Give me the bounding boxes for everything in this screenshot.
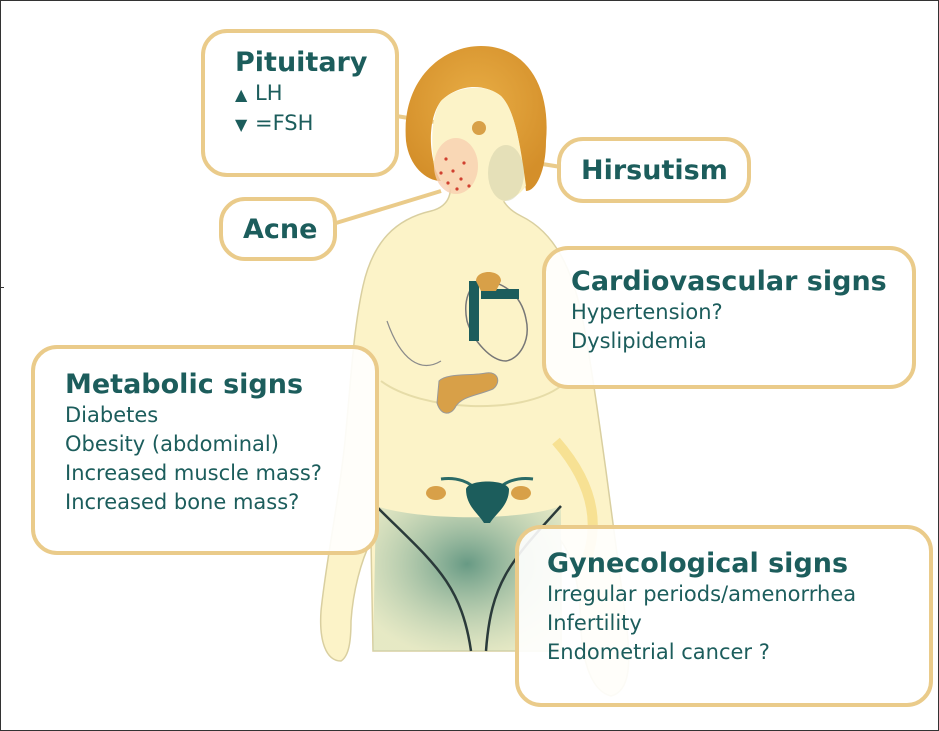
- gynecological-item: Endometrial cancer ?: [547, 638, 929, 667]
- arrow-up-icon: ▲: [235, 80, 255, 109]
- cardiovascular-item: Dyslipidemia: [571, 327, 912, 356]
- cardiovascular-item: Hypertension?: [571, 298, 912, 327]
- pituitary-gland: [472, 121, 486, 135]
- pituitary-title: Pituitary: [235, 47, 395, 79]
- acne-title: Acne: [243, 214, 333, 246]
- acne-box: Acne: [219, 197, 337, 261]
- gynecological-box: Gynecological signs Irregular periods/am…: [515, 525, 933, 707]
- gynecological-item: Infertility: [547, 609, 929, 638]
- metabolic-item: Diabetes: [65, 401, 375, 430]
- gynecological-item: Irregular periods/amenorrhea: [547, 580, 929, 609]
- fsh-line: ▼=FSH: [235, 109, 395, 139]
- metabolic-box: Metabolic signs Diabetes Obesity (abdomi…: [31, 345, 379, 555]
- metabolic-item: Obesity (abdominal): [65, 430, 375, 459]
- fsh-label: =FSH: [255, 111, 313, 135]
- hirsutism-title: Hirsutism: [581, 155, 747, 187]
- metabolic-item: Increased bone mass?: [65, 488, 375, 517]
- cardiovascular-box: Cardiovascular signs Hypertension? Dysli…: [542, 246, 916, 389]
- lh-label: LH: [255, 81, 283, 105]
- metabolic-title: Metabolic signs: [65, 369, 375, 401]
- pituitary-box: Pituitary ▲LH ▼=FSH: [201, 29, 399, 177]
- arrow-down-icon: ▼: [235, 110, 255, 139]
- gynecological-title: Gynecological signs: [547, 548, 929, 580]
- hirsutism-box: Hirsutism: [557, 137, 751, 203]
- metabolic-item: Increased muscle mass?: [65, 459, 375, 488]
- lh-line: ▲LH: [235, 79, 395, 109]
- cardiovascular-title: Cardiovascular signs: [571, 266, 912, 298]
